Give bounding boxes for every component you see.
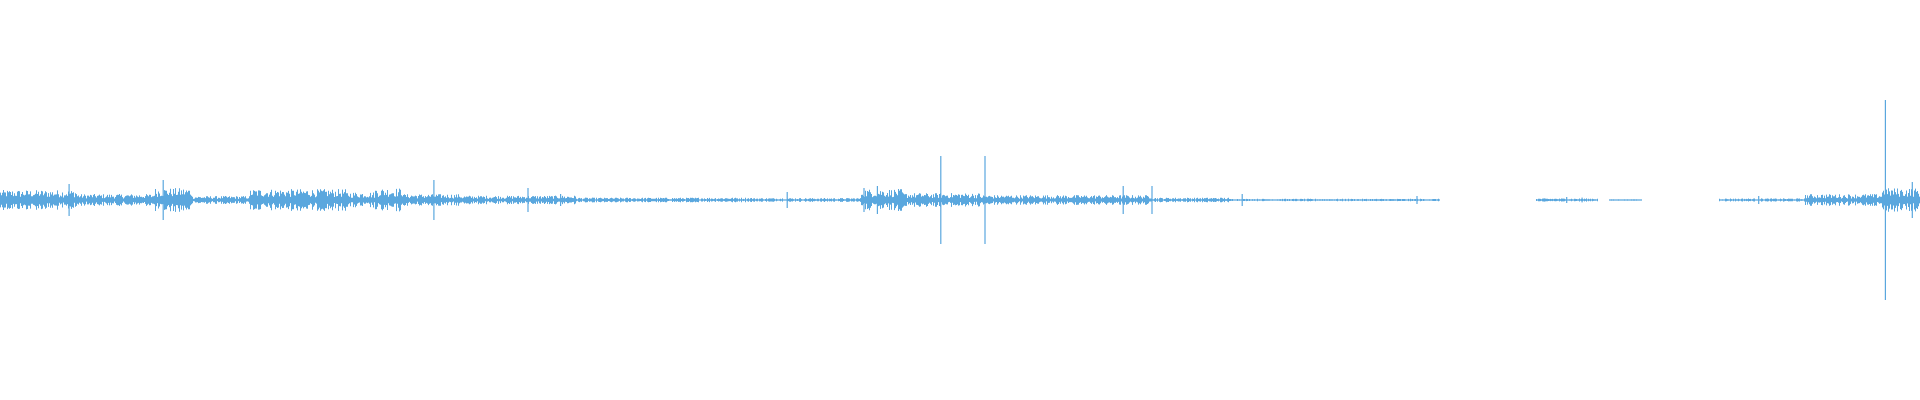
waveform-samples (0, 188, 1920, 212)
waveform-body (0, 188, 1920, 212)
waveform-transients (68, 100, 1913, 300)
